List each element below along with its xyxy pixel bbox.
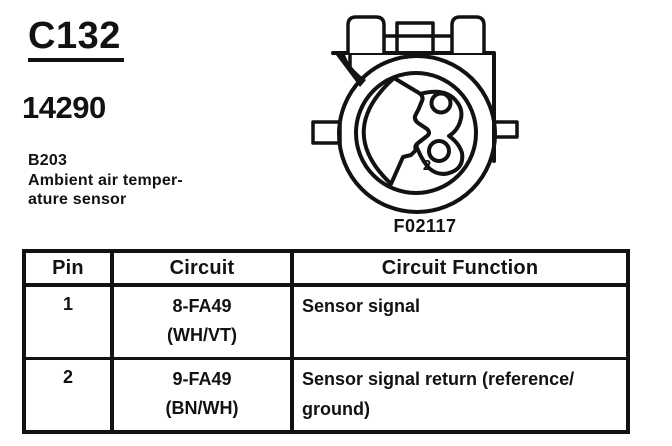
sensor-code: B203	[28, 152, 68, 169]
table-row-2-pin: 2	[26, 360, 114, 430]
connector-inner-ring	[354, 71, 478, 195]
keyway-wedge	[361, 76, 431, 186]
sensor-name-line2: ature sensor	[28, 191, 127, 208]
figure-caption: F02117	[393, 216, 457, 236]
pin-2-cavity	[427, 139, 451, 163]
pin-1-cavity	[429, 91, 453, 115]
connector-outer-ring	[337, 54, 497, 214]
table-header-pin: Pin	[26, 253, 114, 287]
table-row-1-function: Sensor signal	[294, 287, 626, 360]
function-line: Sensor signal	[302, 296, 421, 316]
sensor-description: B203 Ambient air temper- ature sensor	[28, 151, 183, 210]
sensor-name-line1: Ambient air temper-	[28, 171, 183, 189]
pin-2-number-label: 2	[422, 157, 432, 174]
table-row-1-pin: 1	[26, 287, 114, 360]
right-top-tab	[450, 15, 486, 55]
pinout-table: Pin Circuit Circuit Function 1 8-FA49 (W…	[22, 249, 630, 434]
circuit-number: 9-FA49	[172, 369, 232, 389]
table-header-circuit-function: Circuit Function	[294, 253, 626, 287]
center-top-tab	[395, 21, 435, 55]
table-row-2-function: Sensor signal return (reference/ ground)	[294, 360, 626, 430]
table-header-circuit: Circuit	[114, 253, 294, 287]
function-line: ground)	[302, 399, 370, 419]
part-number: 14290	[22, 90, 106, 125]
left-top-tab	[346, 15, 386, 55]
circuit-wire-colors: (WH/VT)	[167, 325, 237, 345]
left-side-tab	[311, 120, 342, 145]
right-side-tab	[492, 120, 519, 139]
table-row-2-circuit: 9-FA49 (BN/WH)	[114, 360, 294, 430]
circuit-wire-colors: (BN/WH)	[165, 398, 239, 418]
table-row-1-circuit: 8-FA49 (WH/VT)	[114, 287, 294, 360]
function-line: Sensor signal return (reference/	[302, 369, 575, 389]
connector-id-title: C132	[28, 17, 124, 62]
connector-diagram	[311, 15, 519, 214]
circuit-number: 8-FA49	[172, 296, 232, 316]
